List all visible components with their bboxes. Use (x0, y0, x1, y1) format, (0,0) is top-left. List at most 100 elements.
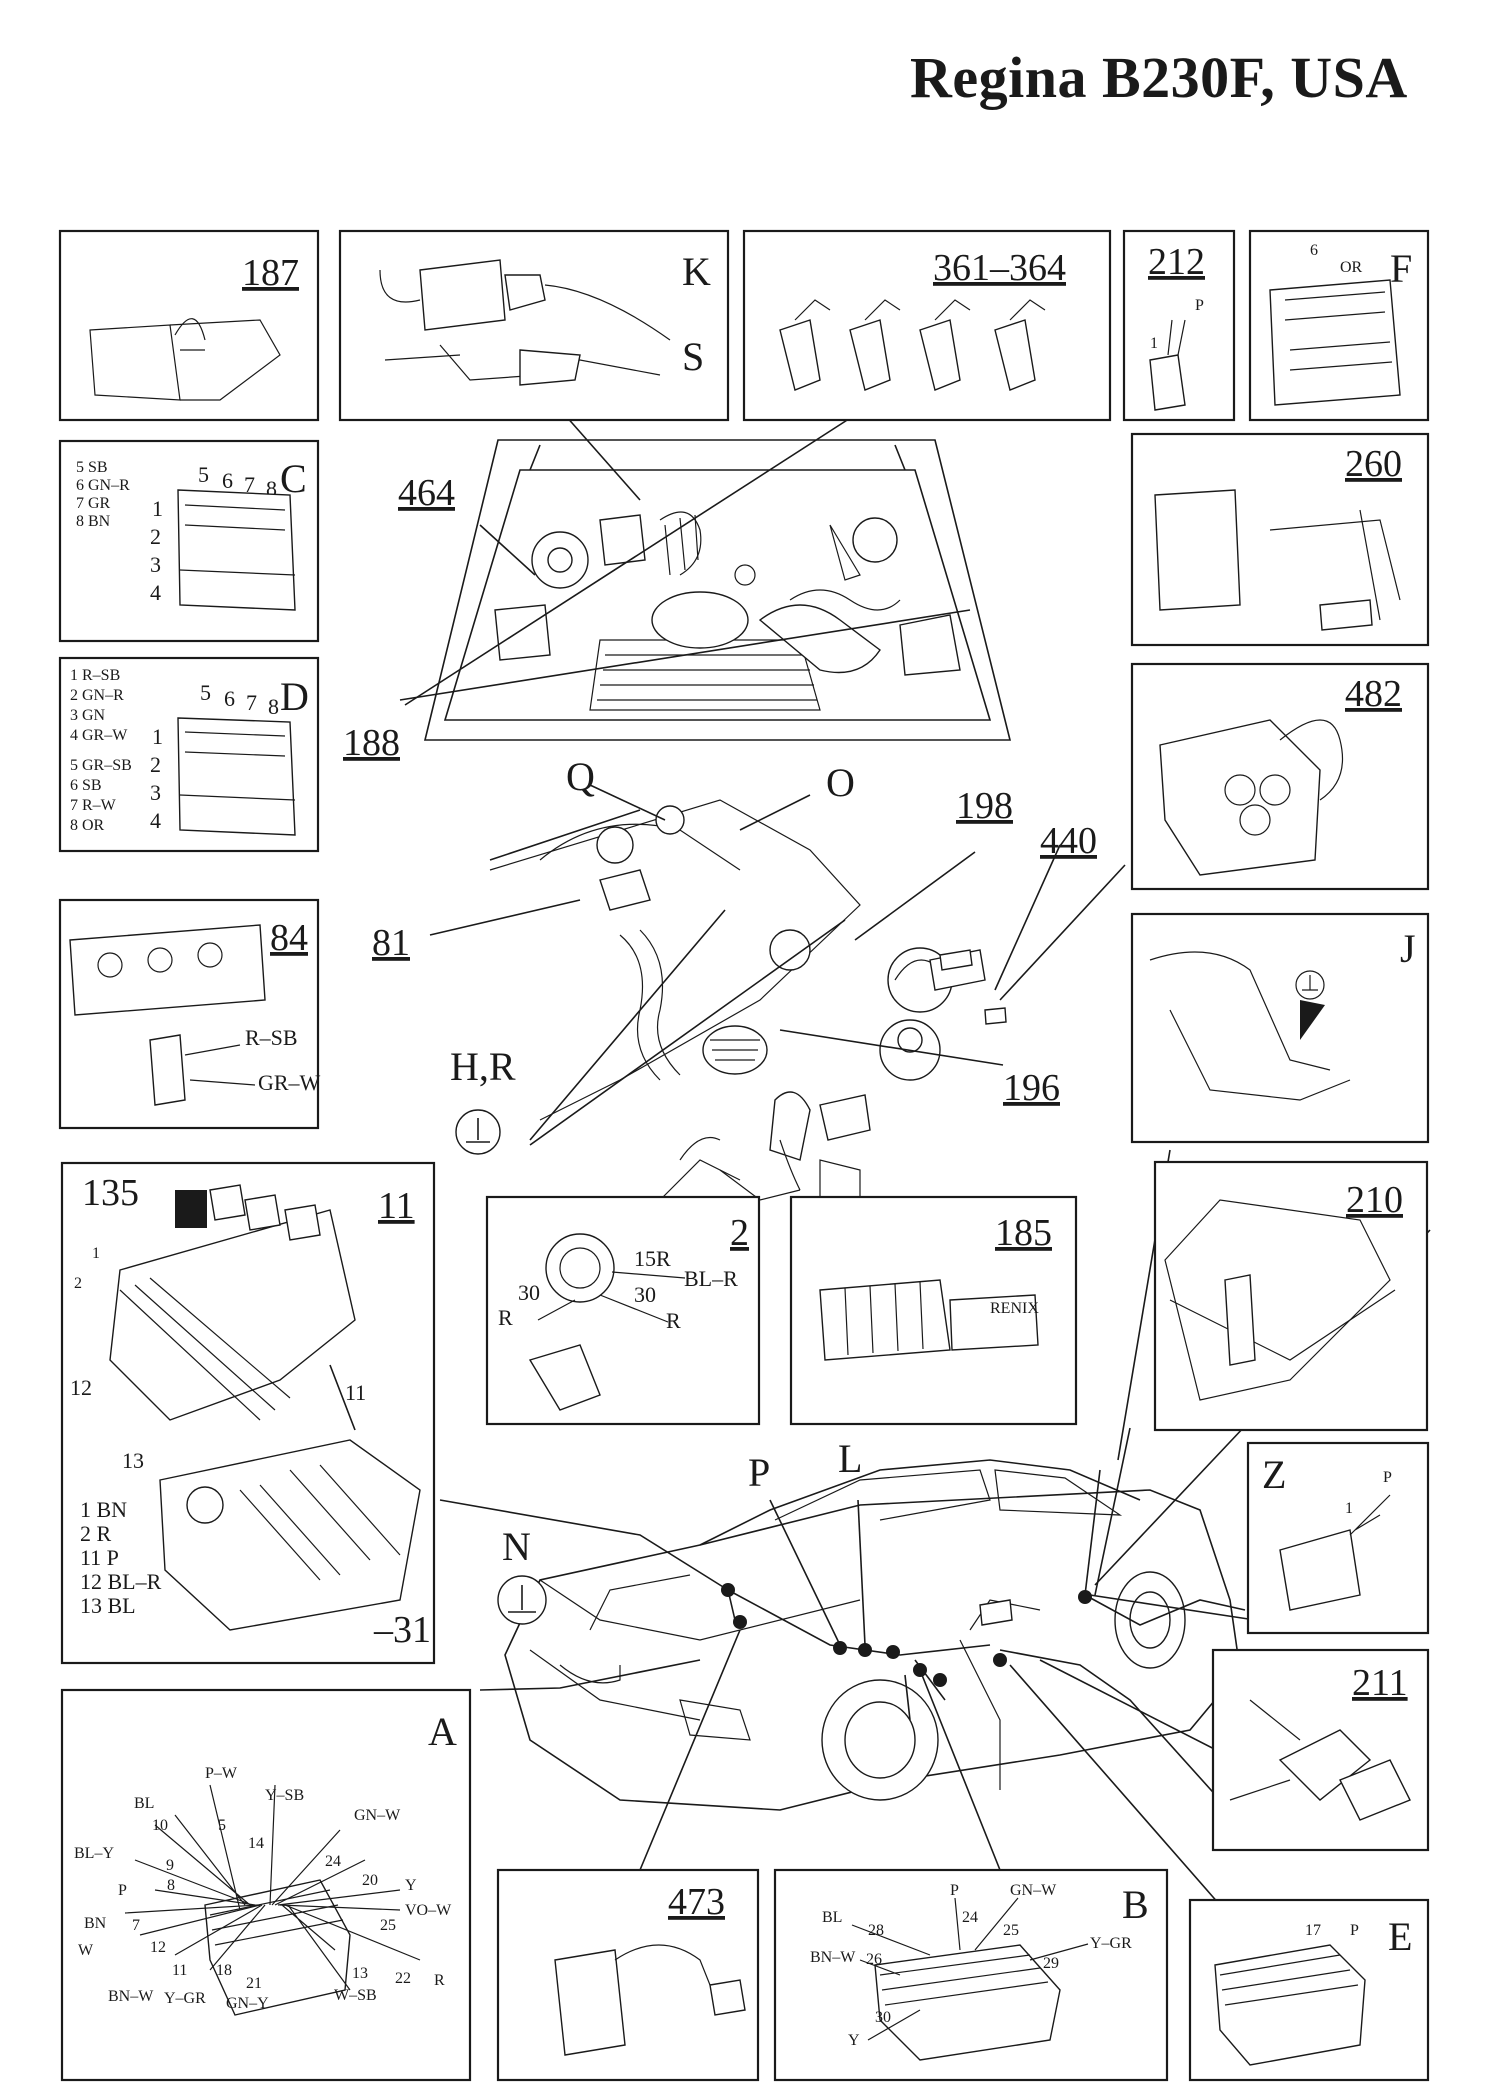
svg-text:12: 12 (70, 1375, 92, 1400)
panel-F-letter: F (1390, 246, 1412, 291)
panel-361-364: 361–364 (742, 229, 1112, 422)
panel-361-number: 361–364 (933, 247, 1066, 289)
callout-N: N (502, 1524, 531, 1569)
svg-text:GN–Y: GN–Y (226, 1995, 269, 2012)
svg-text:BN: BN (84, 1915, 107, 1932)
svg-text:2: 2 (150, 752, 161, 777)
panel-260: 260 (1130, 432, 1430, 647)
svg-text:7: 7 (246, 690, 257, 715)
svg-text:25: 25 (380, 1917, 396, 1934)
svg-text:21: 21 (246, 1975, 262, 1992)
svg-text:1 R–SB: 1 R–SB (70, 667, 120, 684)
svg-text:29: 29 (1043, 1955, 1059, 1972)
svg-text:P: P (1350, 1922, 1359, 1939)
svg-text:7 R–W: 7 R–W (70, 797, 117, 814)
callout-Q: Q (566, 754, 595, 799)
svg-text:1: 1 (1150, 335, 1158, 352)
panel-185-number: 185 (995, 1212, 1052, 1254)
svg-text:RENIX: RENIX (990, 1300, 1039, 1317)
panel-11: 11 135 1 2 12 13 11 1 BN 2 R 11 P 12 BL–… (60, 1161, 436, 1665)
panel-K: K S (338, 229, 730, 422)
svg-text:BL: BL (134, 1795, 154, 1812)
svg-text:4 GR–W: 4 GR–W (70, 727, 128, 744)
callout-labels: 464 188 198 440 81 196 Q O P L (343, 472, 1097, 1495)
svg-text:GR–W: GR–W (258, 1070, 321, 1095)
panel-B: B P GN–W BL 28 24 25 Y–GR BN–W 26 29 30 … (773, 1868, 1169, 2082)
svg-text:BL–R: BL–R (684, 1266, 738, 1291)
panel-A-letter: A (428, 1709, 457, 1754)
panel-212: 212 P 1 (1122, 229, 1236, 422)
svg-text:10: 10 (152, 1817, 168, 1834)
svg-text:GN–W: GN–W (1010, 1882, 1057, 1899)
svg-text:1: 1 (92, 1245, 100, 1262)
svg-text:P: P (1383, 1469, 1392, 1486)
panel-S-letter: S (682, 334, 704, 379)
panel-482: 482 (1130, 662, 1430, 891)
panel-Z: Z P 1 (1246, 1441, 1430, 1635)
svg-text:8: 8 (268, 694, 279, 719)
callout-196: 196 (1003, 1067, 1060, 1109)
panel-260-number: 260 (1345, 443, 1402, 485)
svg-text:5: 5 (218, 1817, 226, 1834)
engine-bay-illustration (423, 439, 1012, 741)
svg-text:4: 4 (150, 580, 161, 605)
panel-F: F 6 OR (1248, 229, 1430, 422)
svg-text:Y–SB: Y–SB (265, 1787, 304, 1804)
svg-text:5: 5 (198, 462, 209, 487)
svg-text:20: 20 (362, 1872, 378, 1889)
svg-text:Y: Y (405, 1877, 417, 1894)
svg-text:–31: –31 (373, 1609, 431, 1651)
svg-text:VO–W: VO–W (405, 1902, 452, 1919)
svg-text:R–SB: R–SB (245, 1025, 298, 1050)
callout-P: P (748, 1450, 770, 1495)
svg-text:Y: Y (848, 2032, 860, 2049)
svg-text:7 GR: 7 GR (76, 495, 111, 512)
callout-81: 81 (372, 922, 410, 964)
svg-text:5 GR–SB: 5 GR–SB (70, 757, 132, 774)
svg-text:8 BN: 8 BN (76, 513, 111, 530)
svg-text:7: 7 (132, 1917, 140, 1934)
panel-473: 473 (496, 1868, 760, 2082)
svg-text:2 GN–R: 2 GN–R (70, 687, 124, 704)
panel-84: 84 R–SB GR–W (58, 898, 321, 1130)
svg-text:1: 1 (152, 724, 163, 749)
svg-text:2: 2 (150, 524, 161, 549)
panel-84-number: 84 (270, 917, 308, 959)
svg-text:11: 11 (172, 1962, 187, 1979)
svg-text:18: 18 (216, 1962, 232, 1979)
svg-text:P: P (950, 1882, 959, 1899)
svg-text:12 BL–R: 12 BL–R (80, 1569, 162, 1594)
svg-text:24: 24 (962, 1909, 978, 1926)
svg-text:1 BN: 1 BN (80, 1497, 127, 1522)
panel-187: 187 (58, 229, 320, 422)
panel-187-number: 187 (242, 252, 299, 294)
svg-text:P: P (118, 1882, 127, 1899)
svg-text:135: 135 (82, 1172, 139, 1214)
svg-text:3: 3 (150, 552, 161, 577)
svg-text:3 GN: 3 GN (70, 707, 106, 724)
svg-text:24: 24 (325, 1853, 341, 1870)
svg-text:BL–Y: BL–Y (74, 1845, 114, 1862)
svg-text:5 SB: 5 SB (76, 459, 108, 476)
svg-text:12: 12 (150, 1939, 166, 1956)
svg-text:R: R (498, 1305, 513, 1330)
svg-text:17: 17 (1305, 1922, 1321, 1939)
svg-text:9: 9 (166, 1857, 174, 1874)
callout-188: 188 (343, 722, 400, 764)
panel-211: 211 (1211, 1648, 1430, 1852)
svg-text:OR: OR (1340, 259, 1363, 276)
svg-text:R: R (666, 1308, 681, 1333)
svg-text:28: 28 (868, 1922, 884, 1939)
callout-HR: H,R (450, 1044, 516, 1089)
svg-text:R: R (434, 1972, 445, 1989)
engine-closeup-illustration (489, 799, 1007, 1211)
svg-text:11 P: 11 P (80, 1545, 119, 1570)
panel-K-letter: K (682, 249, 711, 294)
panel-C-letter: C (280, 456, 307, 501)
panel-211-number: 211 (1352, 1662, 1408, 1704)
svg-text:2 R: 2 R (80, 1521, 112, 1546)
panel-B-letter: B (1122, 1882, 1149, 1927)
svg-text:W–SB: W–SB (334, 1987, 377, 2004)
svg-text:7: 7 (244, 472, 255, 497)
